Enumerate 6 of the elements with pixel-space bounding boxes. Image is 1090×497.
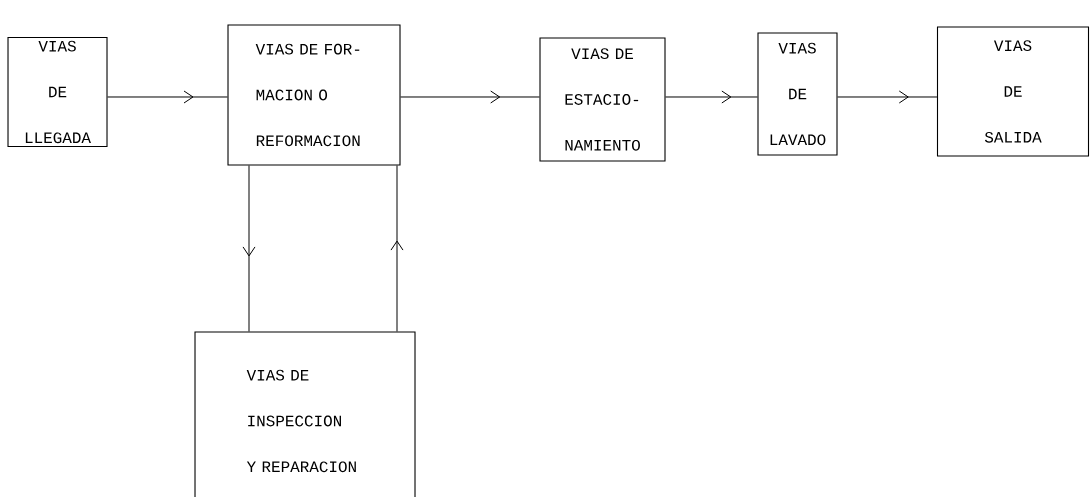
process-box: VIAS DE SALIDA: [936, 26, 1090, 157]
process-box: VIAS DE LLEGADA: [7, 36, 108, 148]
process-box: VIAS DE FOR- MACION O REFORMACION: [227, 24, 401, 166]
process-box: VIAS DE INSPECCION Y REPARACION: [194, 331, 416, 497]
process-box: VIAS DE ESTACIO- NAMIENTO: [539, 37, 666, 162]
process-box: VIAS DE LAVADO: [757, 32, 838, 156]
